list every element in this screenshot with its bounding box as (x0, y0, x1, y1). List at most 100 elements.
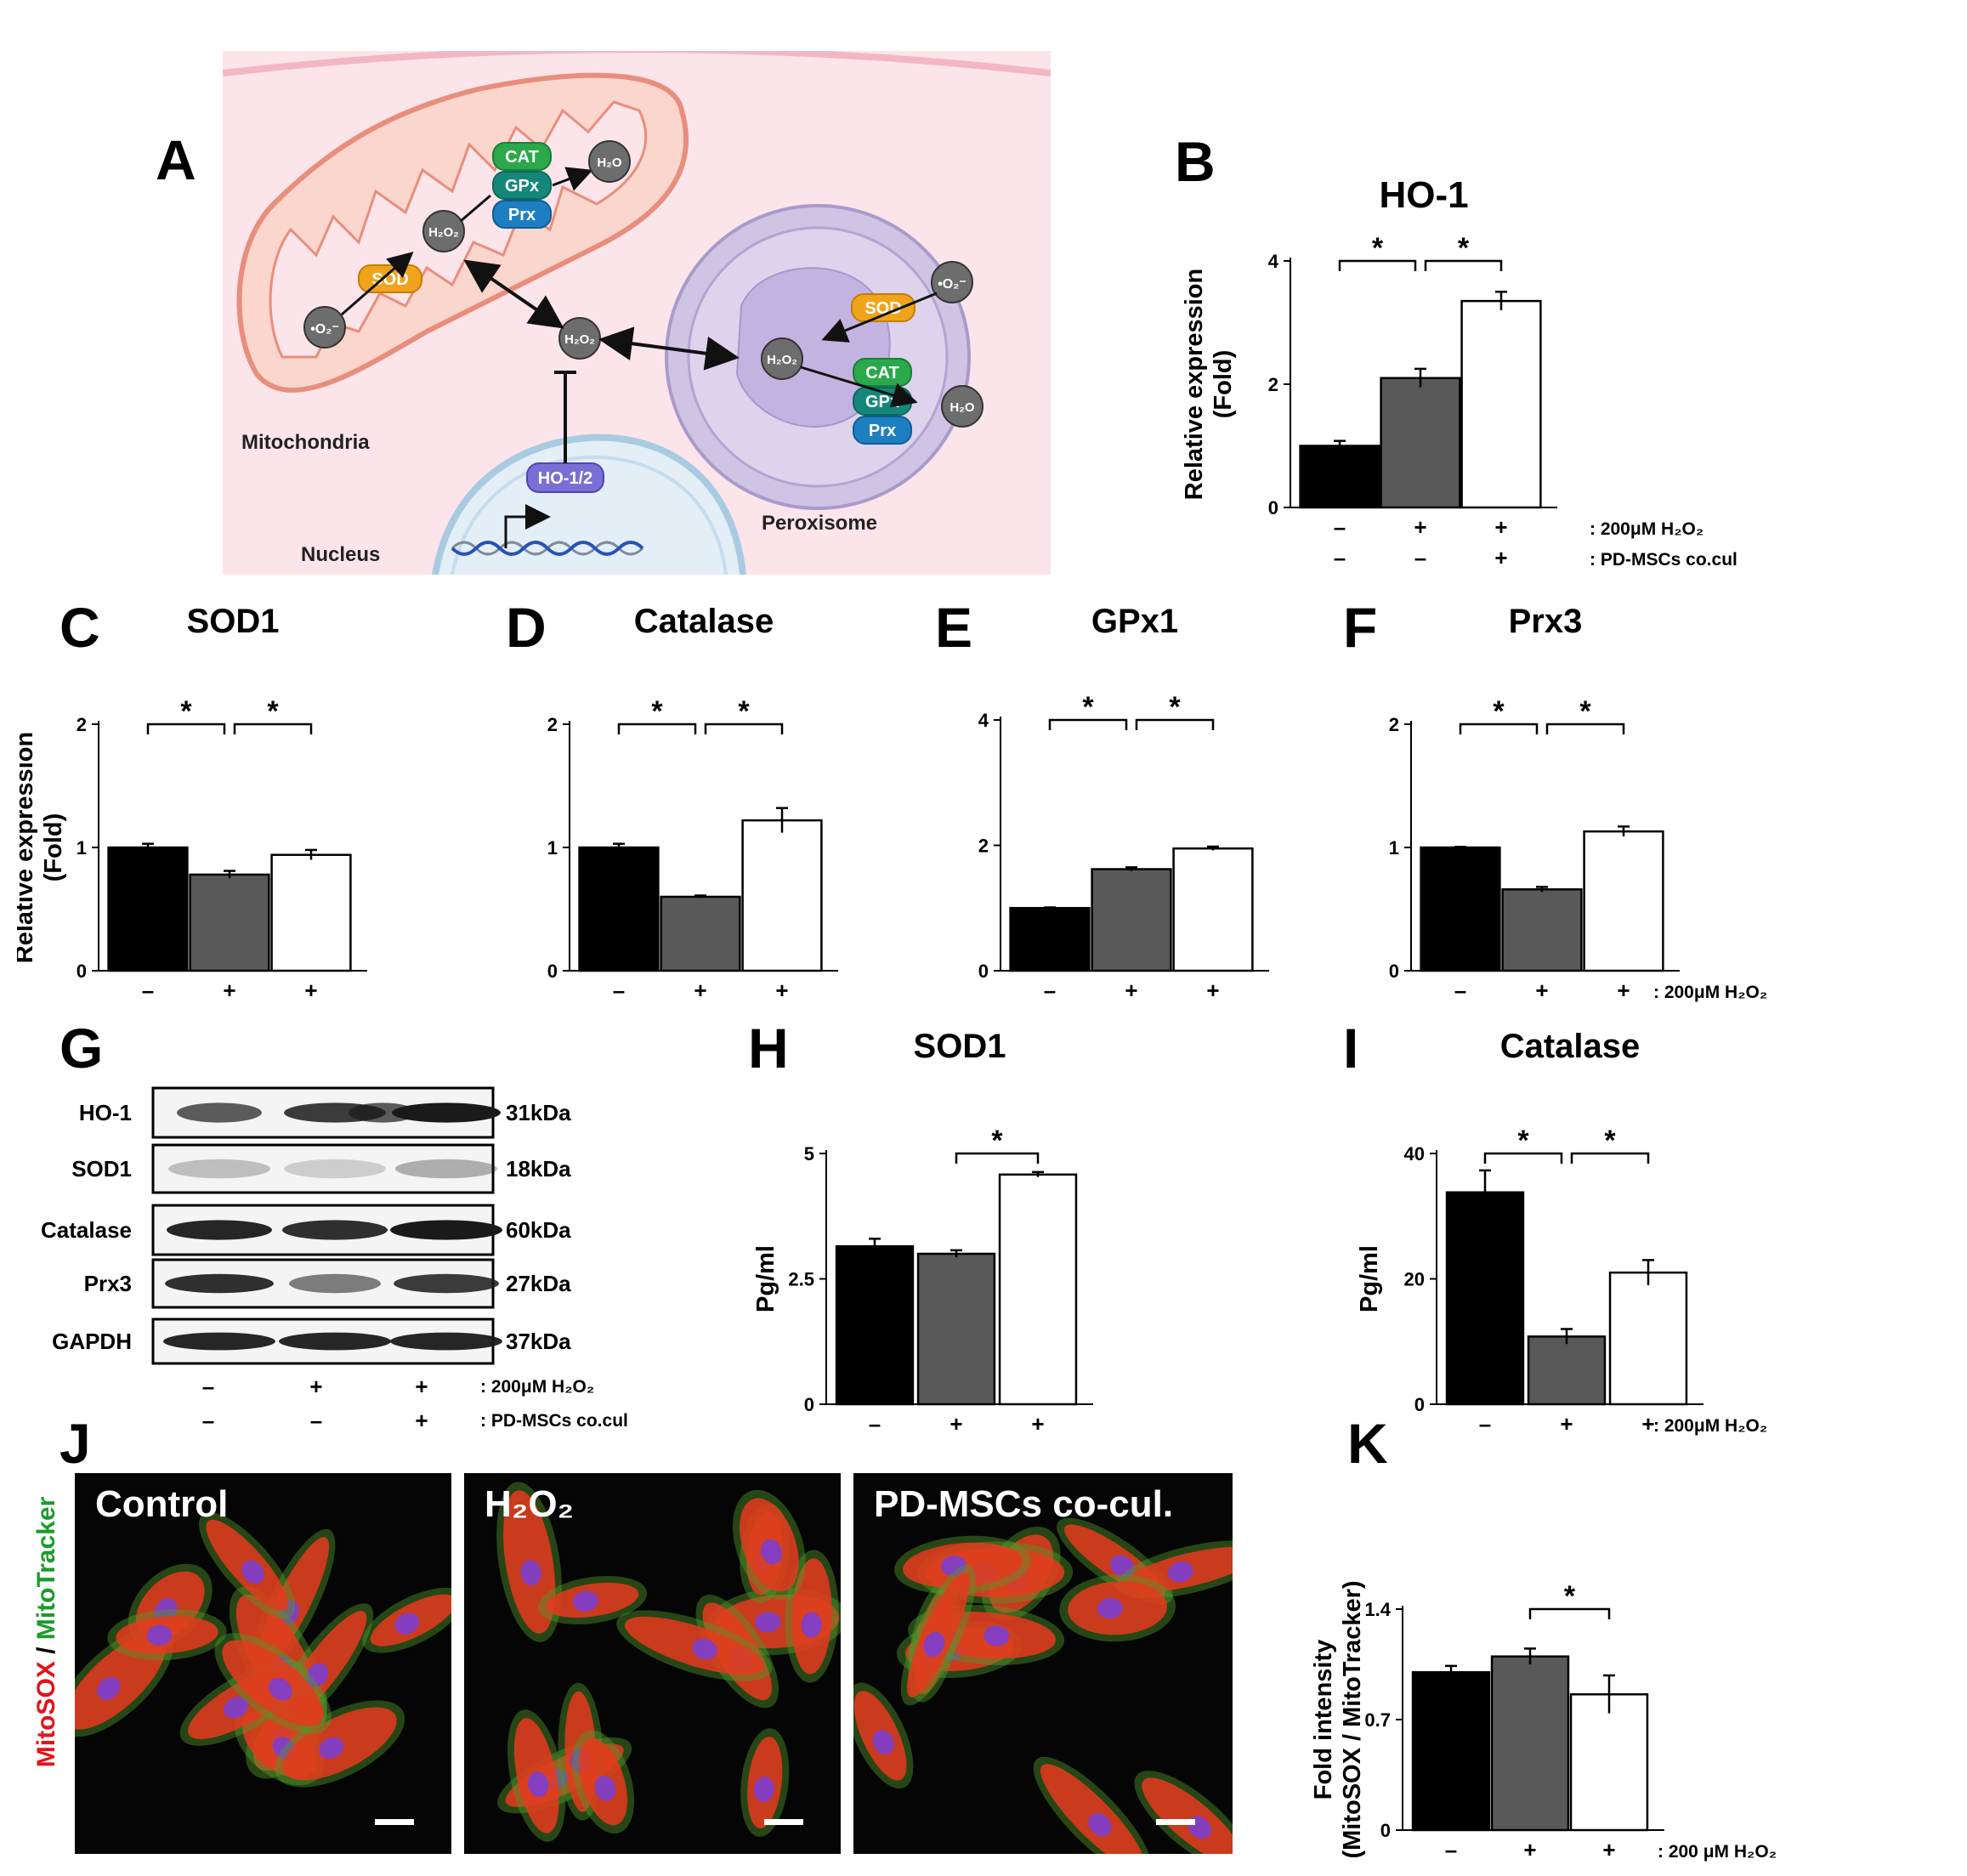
y-axis-label: Pg/ml (752, 1245, 779, 1312)
significance-star: * (738, 695, 750, 728)
cell (214, 1633, 332, 1734)
treatment-sign-h2o2: + (1125, 978, 1137, 1003)
blot-band (167, 1220, 272, 1240)
nucleus (432, 434, 746, 575)
bar (1583, 830, 1664, 972)
treatment-sign-h2o2: + (309, 1374, 322, 1399)
blot-protein-label: Prx3 (84, 1271, 132, 1296)
blot-protein-label: HO-1 (79, 1100, 132, 1125)
cell-nucleus (761, 1539, 782, 1565)
blot-band (282, 1220, 388, 1240)
treatment-sign-h2o2: + (1523, 1837, 1536, 1862)
treatment-label-h2o2: : 200μM H₂O₂ (480, 1377, 594, 1397)
cat-enzyme-box (492, 142, 552, 171)
cell-nucleus (923, 1631, 945, 1657)
micrograph-label-h2o2: H₂O₂ (485, 1483, 575, 1525)
panel-label-f: F (1343, 596, 1378, 659)
h2o2-molecule-mito (422, 210, 465, 252)
cell-nucleus (753, 1777, 774, 1803)
prx-label: Prx (508, 206, 536, 224)
significance-star: * (1517, 1125, 1529, 1157)
cell-nucleus (528, 1771, 549, 1797)
chart-title: HO-1 (1379, 174, 1468, 216)
y-tick-label: 0 (1380, 1820, 1391, 1841)
significance-bracket (1483, 1152, 1563, 1164)
superoxide-label: •O₂⁻ (310, 322, 339, 337)
panel-label-i: I (1343, 1017, 1359, 1080)
cell-nucleus (394, 1612, 420, 1635)
treatment-label-h2o2: : 200μM H₂O₂ (1653, 1416, 1767, 1436)
y-axis-label: Relative expression(Fold) (1181, 269, 1237, 500)
cell-nucleus (305, 1663, 329, 1687)
superoxide-molecule (303, 306, 346, 349)
treatment-sign-msc: – (1125, 1008, 1137, 1012)
blot-strip (151, 1143, 495, 1194)
chart-title: SOD1 (914, 1028, 1006, 1065)
significance-star: * (1458, 232, 1470, 264)
blot-protein-label: SOD1 (71, 1156, 132, 1182)
significance-star: * (1564, 1580, 1576, 1612)
ho-enzyme-label: HO-1/2 (538, 469, 592, 488)
bar (1411, 1671, 1491, 1832)
bar (1445, 1191, 1525, 1406)
cell-nucleus (984, 1625, 1010, 1646)
treatment-sign-h2o2: + (1206, 978, 1219, 1003)
scale-bar (1156, 1819, 1195, 1825)
blot-band (165, 1273, 274, 1294)
panel-label-g: G (60, 1017, 104, 1080)
cell-nucleus (1097, 1598, 1123, 1619)
cell (275, 1700, 405, 1788)
mitotracker-label: MitoTracker (32, 1496, 60, 1641)
significance-bracket (1528, 1607, 1611, 1619)
treatment-label-h2o2: : 200μM H₂O₂ (1590, 519, 1703, 539)
y-tick-label: 2 (77, 714, 87, 735)
gpx-label: GPx (505, 177, 539, 196)
treatment-label-h2o2: : 200 μM H₂O₂ (1658, 1842, 1777, 1862)
treatment-sign-h2o2: + (949, 1411, 962, 1437)
bar (998, 1173, 1078, 1406)
bar (916, 1252, 996, 1406)
treatment-sign-h2o2: + (1414, 514, 1426, 540)
micrograph-h2o2: H₂O₂ (464, 1473, 841, 1854)
y-tick-label: 0 (1414, 1394, 1425, 1415)
treatment-sign-msc: – (224, 1008, 235, 1012)
y-tick-label: 0.7 (1364, 1709, 1391, 1731)
blot-band (390, 1220, 502, 1240)
cell-nucleus (520, 1560, 541, 1586)
chart-title: Catalase (634, 603, 774, 640)
cell-nucleus (241, 1560, 265, 1584)
blot-protein-label: Catalase (41, 1217, 132, 1243)
treatment-sign-msc: + (1206, 1008, 1219, 1012)
bar (1608, 1271, 1688, 1406)
h2o2-molecule-perox (761, 337, 803, 380)
significance-bracket (1048, 718, 1128, 730)
blot-band (349, 1102, 417, 1123)
superoxide-molecule-perox (931, 261, 973, 303)
treatment-sign-h2o2: – (1044, 978, 1056, 1003)
bar (107, 846, 189, 972)
blot-band (168, 1159, 270, 1179)
y-tick-label: 20 (1404, 1269, 1425, 1290)
y-tick-label: 2 (978, 836, 989, 857)
treatment-sign-msc: + (415, 1408, 428, 1433)
mitosox-label: MitoSOX (32, 1661, 60, 1768)
significance-bracket (955, 1152, 1040, 1164)
treatment-sign-msc: – (1044, 1008, 1056, 1012)
blot-band (279, 1332, 391, 1351)
bar (1380, 377, 1461, 509)
significance-star: * (991, 1125, 1003, 1157)
treatment-sign-h2o2: + (1494, 514, 1507, 540)
y-tick-label: 2 (547, 714, 558, 735)
cell (1115, 1540, 1233, 1599)
blot-kda-label: 60kDa (506, 1217, 571, 1243)
water-molecule-perox (941, 385, 984, 428)
treatment-sign-msc: + (1617, 1008, 1630, 1012)
treatment-sign-msc: + (304, 1008, 317, 1012)
significance-bracket (1459, 723, 1539, 734)
cat-perox-box (853, 358, 912, 387)
prx-perox-box (853, 416, 912, 445)
significance-bracket (704, 723, 784, 734)
treatment-sign-msc: – (1445, 1867, 1457, 1870)
